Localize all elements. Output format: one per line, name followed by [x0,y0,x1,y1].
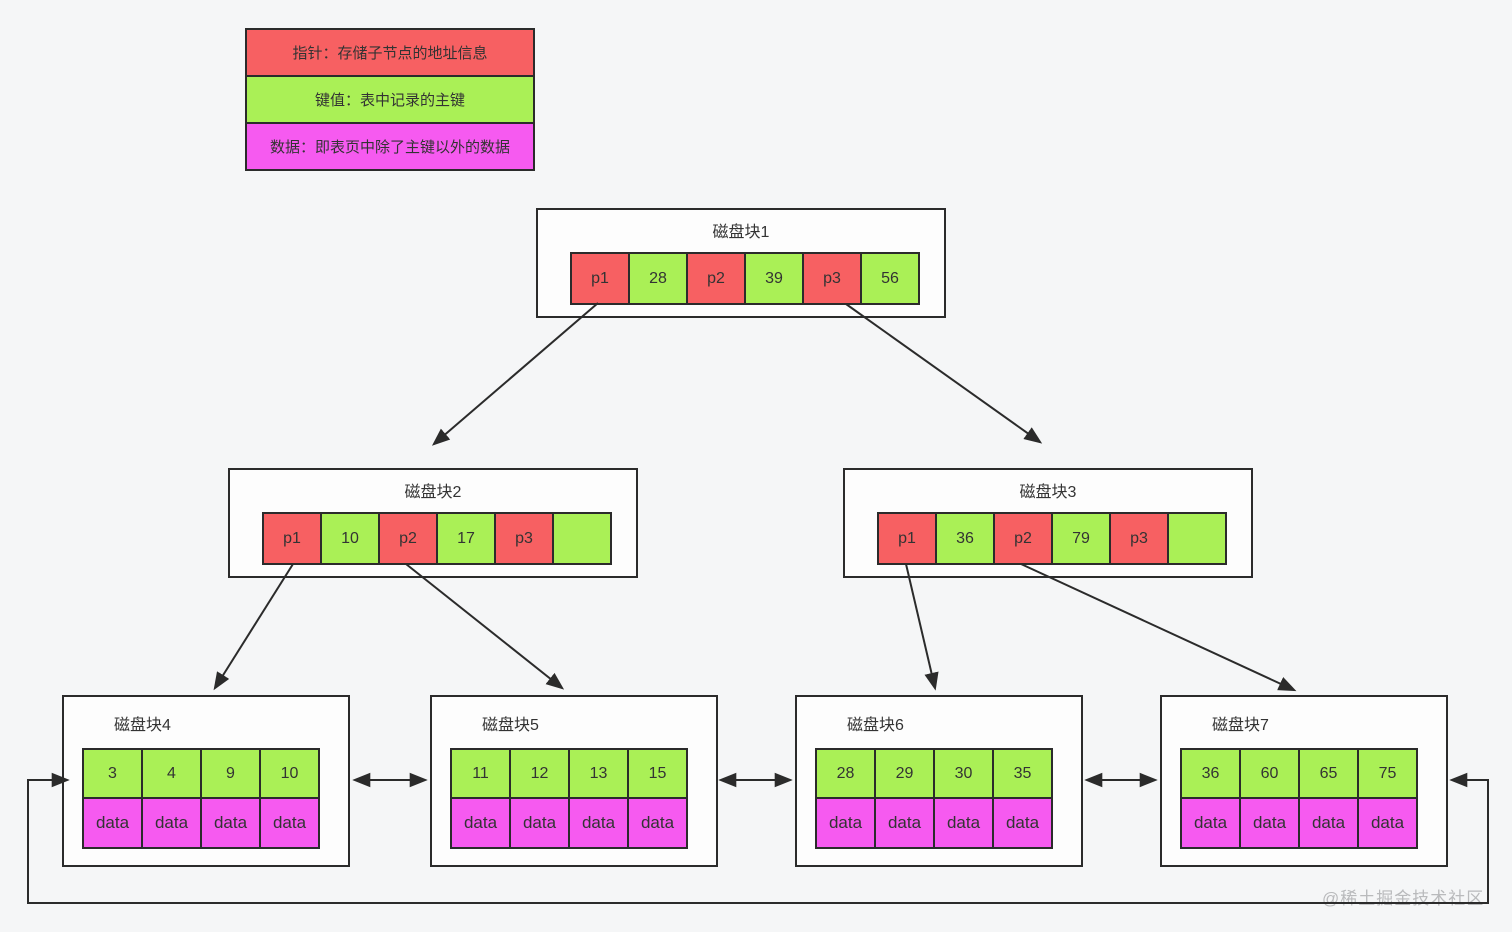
disk-block-2-title: 磁盘块2 [404,484,462,501]
disk-block-2: 磁盘块2 p1 10 p2 17 p3 [228,468,638,578]
key-cell: 65 [1298,748,1359,799]
key-cell-empty [1167,512,1227,565]
disk-block-4-title: 磁盘块4 [114,717,171,734]
arrow-block3-p1-to-block6 [905,563,939,691]
data-cell: data [259,797,320,849]
disk-block-3-title: 磁盘块3 [1019,484,1077,501]
data-cell: data [1357,797,1418,849]
key-cell: 10 [320,512,380,565]
pointer-cell: p2 [686,252,746,305]
disk-block-4: 磁盘块4 3 4 9 10 data data data data [62,695,350,867]
data-cell: data [1239,797,1300,849]
key-row: 28 29 30 35 [815,748,1053,799]
key-cell: 10 [259,748,320,799]
pointer-cell: p3 [802,252,862,305]
disk-block-3-cells: p1 36 p2 79 p3 [877,512,1227,565]
disk-block-3: 磁盘块3 p1 36 p2 79 p3 [843,468,1253,578]
key-cell: 12 [509,748,570,799]
disk-block-1-title: 磁盘块1 [712,224,770,241]
key-cell: 17 [436,512,496,565]
data-cell: data [450,797,511,849]
legend-item-data: 数据：即表页中除了主键以外的数据 [245,122,535,171]
data-row: data data data data [450,797,688,849]
pointer-cell: p1 [570,252,630,305]
key-cell: 35 [992,748,1053,799]
data-row: data data data data [815,797,1053,849]
pointer-cell: p2 [993,512,1053,565]
data-cell: data [200,797,261,849]
key-cell: 30 [933,748,994,799]
disk-block-2-cells: p1 10 p2 17 p3 [262,512,612,565]
key-row: 3 4 9 10 [82,748,320,799]
pointer-cell: p2 [378,512,438,565]
key-cell: 39 [744,252,804,305]
key-cell: 56 [860,252,920,305]
data-cell: data [992,797,1053,849]
key-cell: 13 [568,748,629,799]
pointer-cell: p3 [1109,512,1169,565]
disk-block-1: 磁盘块1 p1 28 p2 39 p3 56 [536,208,946,318]
data-cell: data [1180,797,1241,849]
disk-block-7-cells: 36 60 65 75 data data data data [1180,748,1418,849]
disk-block-1-cells: p1 28 p2 39 p3 56 [570,252,920,305]
disk-block-6-cells: 28 29 30 35 data data data data [815,748,1053,849]
disk-block-5-cells: 11 12 13 15 data data data data [450,748,688,849]
key-cell: 11 [450,748,511,799]
key-cell: 36 [935,512,995,565]
key-cell: 3 [82,748,143,799]
data-cell: data [1298,797,1359,849]
arrow-block1-p1-to-block2 [431,302,599,446]
data-row: data data data data [82,797,320,849]
watermark: @稀土掘金技术社区 [1322,889,1485,908]
key-cell: 36 [1180,748,1241,799]
data-cell: data [815,797,876,849]
disk-block-7-title: 磁盘块7 [1212,717,1269,734]
disk-block-5: 磁盘块5 11 12 13 15 data data data data [430,695,718,867]
arrow-block3-p2-to-block7 [1020,563,1297,692]
key-cell: 9 [200,748,261,799]
data-row: data data data data [1180,797,1418,849]
key-cell: 28 [628,252,688,305]
data-cell: data [627,797,688,849]
arrow-block2-p2-to-block5 [405,563,565,690]
key-row: 11 12 13 15 [450,748,688,799]
key-cell: 15 [627,748,688,799]
legend-item-key: 键值：表中记录的主键 [245,75,535,124]
arrow-block2-p1-to-block4 [213,563,294,691]
key-cell: 75 [1357,748,1418,799]
data-cell: data [509,797,570,849]
disk-block-6: 磁盘块6 28 29 30 35 data data data data [795,695,1083,867]
arrow-block1-p3-to-block3 [845,303,1043,444]
data-cell: data [568,797,629,849]
key-cell-empty [552,512,612,565]
data-cell: data [933,797,994,849]
legend-item-pointer: 指针：存储子节点的地址信息 [245,28,535,77]
key-cell: 29 [874,748,935,799]
data-cell: data [82,797,143,849]
data-cell: data [141,797,202,849]
disk-block-6-title: 磁盘块6 [847,717,904,734]
disk-block-5-title: 磁盘块5 [482,717,539,734]
pointer-cell: p3 [494,512,554,565]
key-cell: 79 [1051,512,1111,565]
legend: 指针：存储子节点的地址信息 键值：表中记录的主键 数据：即表页中除了主键以外的数… [245,28,535,171]
pointer-cell: p1 [262,512,322,565]
key-cell: 60 [1239,748,1300,799]
key-cell: 28 [815,748,876,799]
key-row: 36 60 65 75 [1180,748,1418,799]
pointer-cell: p1 [877,512,937,565]
disk-block-4-cells: 3 4 9 10 data data data data [82,748,320,849]
disk-block-7: 磁盘块7 36 60 65 75 data data data data [1160,695,1448,867]
key-cell: 4 [141,748,202,799]
data-cell: data [874,797,935,849]
